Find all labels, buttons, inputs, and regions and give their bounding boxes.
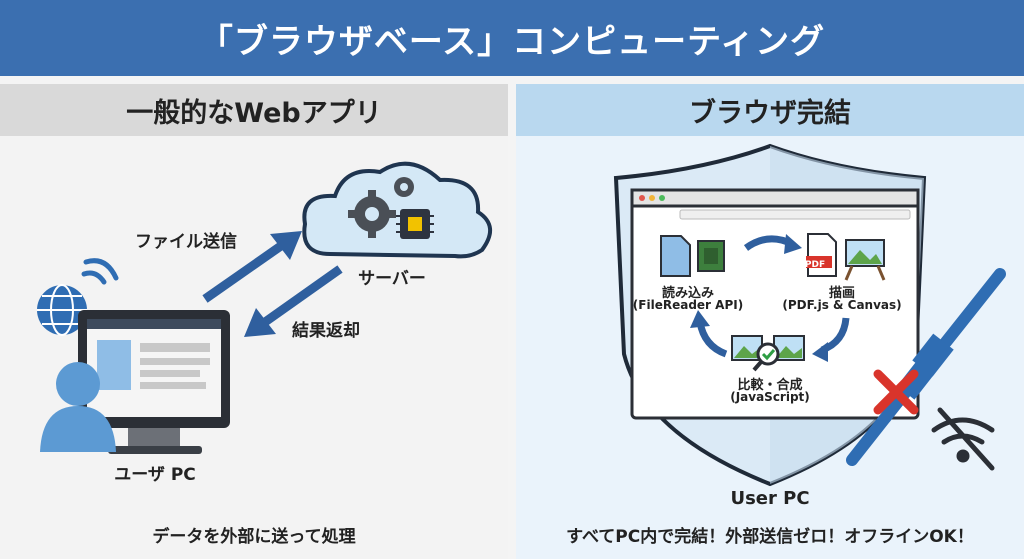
image-icon	[844, 239, 886, 281]
pdf-badge: PDF	[804, 260, 826, 270]
right-diagram	[613, 143, 1006, 487]
left-panel: 一般的なWebアプリ	[0, 84, 508, 559]
wifi-icon	[81, 258, 119, 285]
title-banner: 「ブラウザベース」コンピューティング	[0, 0, 1024, 76]
user-pc-label: User PC	[730, 488, 810, 509]
return-label: 結果返却	[292, 321, 360, 341]
pdf-icon	[806, 233, 837, 277]
step1-label: 読み込み	[661, 286, 715, 301]
cross-icon	[873, 369, 919, 415]
gear-icon	[348, 190, 396, 238]
step1-sub: (FileReader API)	[632, 298, 744, 312]
no-wifi-icon	[931, 407, 995, 471]
globe-icon	[37, 284, 87, 336]
monitor-icon	[78, 310, 230, 454]
left-diagram	[37, 161, 492, 454]
upload-label: ファイル送信	[135, 232, 237, 252]
left-caption: データを外部に送って処理	[152, 527, 356, 547]
chip-icon	[396, 209, 434, 239]
magnifier-icon	[752, 342, 780, 372]
right-panel: ブラウザ完結	[516, 84, 1024, 559]
gear-icon	[394, 177, 414, 197]
left-header: 一般的なWebアプリ	[0, 84, 508, 136]
step2-label: 描画	[828, 286, 856, 301]
right-header: ブラウザ完結	[516, 84, 1024, 136]
user-icon	[40, 362, 116, 452]
cloud-icon	[302, 161, 492, 259]
right-header-text: ブラウザ完結	[689, 97, 851, 129]
return-arrow	[244, 265, 343, 337]
file-icon	[660, 235, 691, 277]
server-label: サーバー	[358, 269, 426, 289]
right-caption: すべてPC内で完結！外部送信ゼロ！オフラインOK！	[566, 527, 974, 547]
step3-sub: (JavaScript)	[730, 390, 810, 404]
left-header-text: 一般的なWebアプリ	[126, 97, 382, 129]
step3-label: 比較・合成	[737, 378, 803, 393]
user-pc-label: ユーザ PC	[114, 465, 196, 485]
page-title: 「ブラウザベース」コンピューティング	[198, 21, 826, 62]
upload-arrow	[202, 231, 302, 303]
chip-icon	[697, 240, 725, 272]
step2-sub: (PDF.js & Canvas)	[782, 298, 902, 312]
